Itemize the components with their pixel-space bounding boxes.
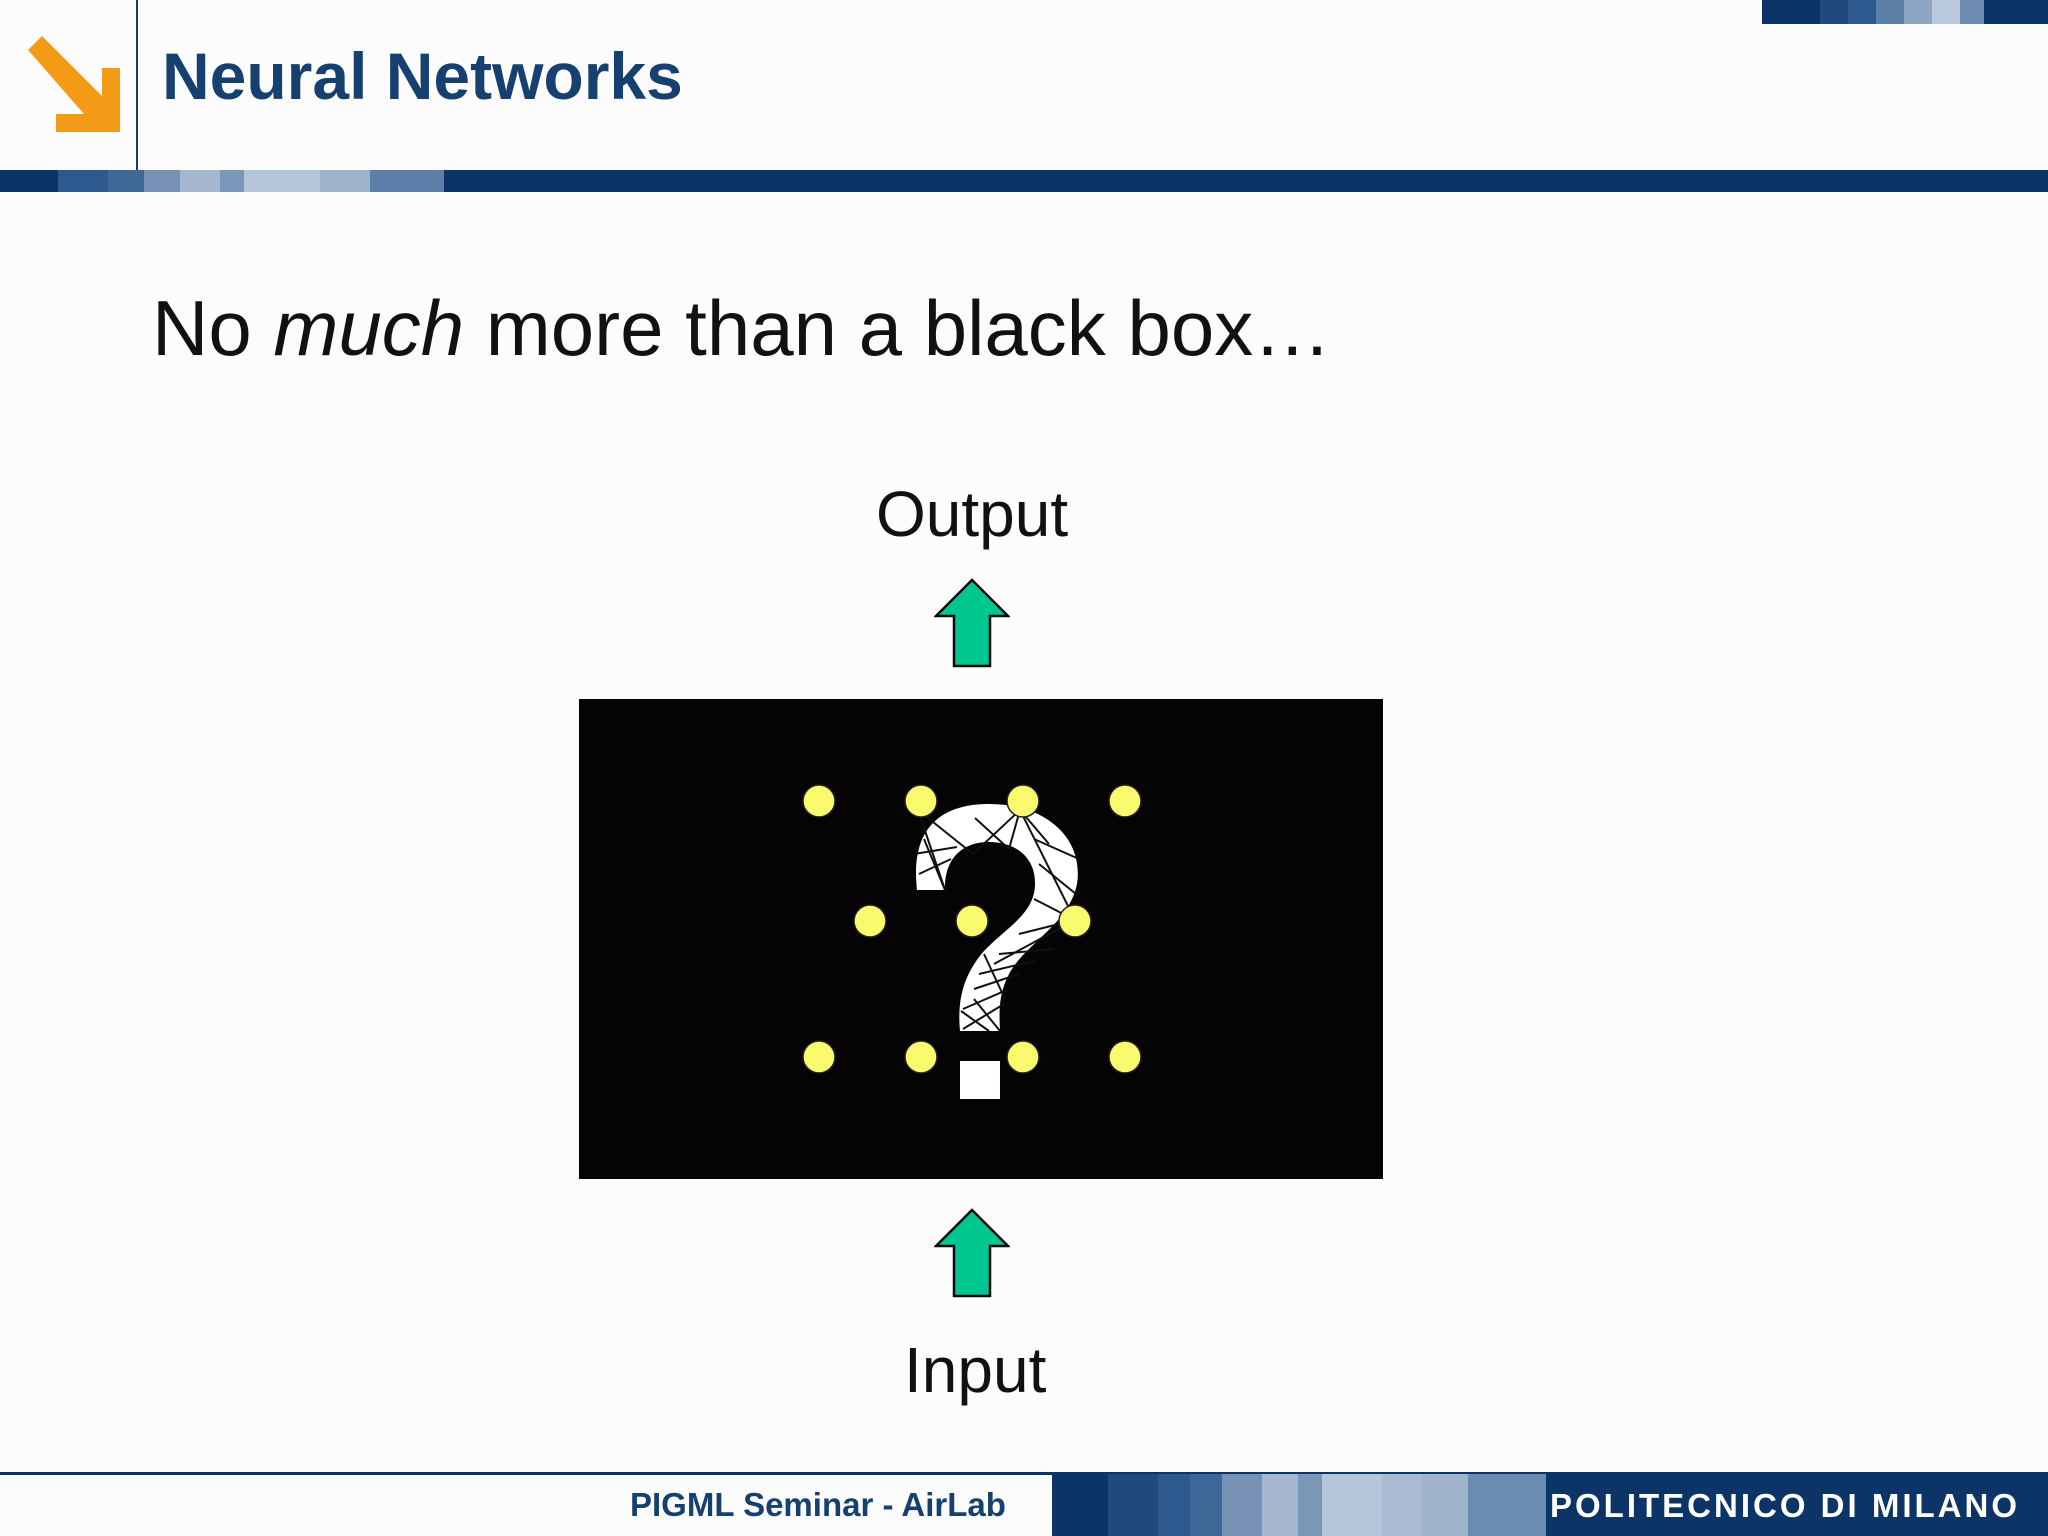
black-box [579,699,1383,1179]
page-title: Neural Networks [162,39,683,113]
header-band-segments [0,170,444,192]
node [955,904,989,938]
node [1058,904,1092,938]
slide-subtitle: No much more than a black box… [152,284,1332,372]
node [1006,1040,1040,1074]
emphasized-word: much [273,284,465,372]
node [802,784,836,818]
up-arrow-icon [934,578,1010,668]
top-color-strip [1762,0,2048,24]
header-band [0,170,2048,192]
input-label: Input [904,1334,1047,1406]
network-question-graphic [802,784,1142,1099]
network-nodes [802,784,1142,1074]
footer-color-strip [1052,1474,2048,1536]
footer-seminar-text: PIGML Seminar - AirLab [630,1486,1006,1523]
node [904,1040,938,1074]
connection-lines [913,809,1080,1032]
question-mark-dot [960,1061,1000,1099]
node [802,1040,836,1074]
question-mark-icon [916,804,1078,1031]
node [1108,1040,1142,1074]
output-label: Output [876,478,1069,550]
up-arrow-icon [934,1208,1010,1298]
node [904,784,938,818]
university-name: POLITECNICO DI MILANO [1550,1487,2020,1524]
orange-down-right-arrow-icon [28,36,120,132]
header-divider [136,0,138,170]
footer-line [0,1472,2048,1475]
node [1108,784,1142,818]
node [853,904,887,938]
node [1006,784,1040,818]
